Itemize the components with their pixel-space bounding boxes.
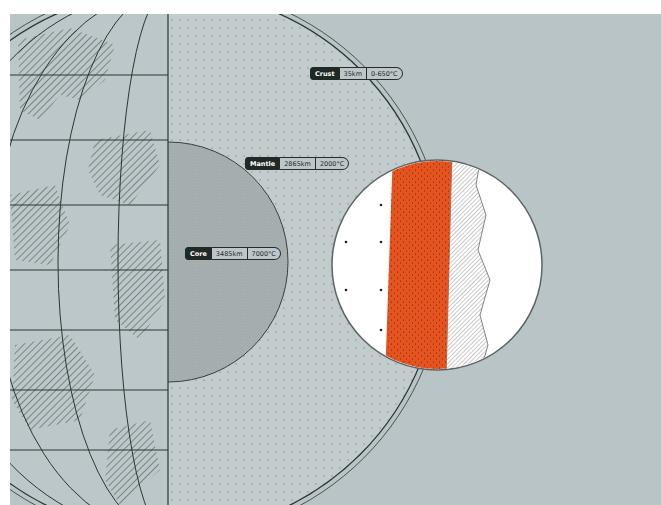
crust-tag: Crust35km0-650°C bbox=[310, 67, 403, 80]
core-tag: Core3485km7000°C bbox=[185, 247, 281, 260]
layer-temperature: 0-650°C bbox=[367, 67, 403, 80]
layer-name: Core bbox=[185, 247, 212, 260]
crust-inset bbox=[332, 150, 542, 380]
layer-temperature: 7000°C bbox=[248, 247, 281, 260]
continents bbox=[10, 28, 165, 505]
layer-depth: 2865km bbox=[280, 157, 316, 170]
layer-depth: 3485km bbox=[212, 247, 248, 260]
layer-name: Crust bbox=[310, 67, 340, 80]
layer-name: Mantle bbox=[245, 157, 280, 170]
globe-grid bbox=[10, 14, 168, 505]
layer-temperature: 2000°C bbox=[316, 157, 349, 170]
layer-depth: 35km bbox=[340, 67, 367, 80]
mantle-tag: Mantle2865km2000°C bbox=[245, 157, 349, 170]
